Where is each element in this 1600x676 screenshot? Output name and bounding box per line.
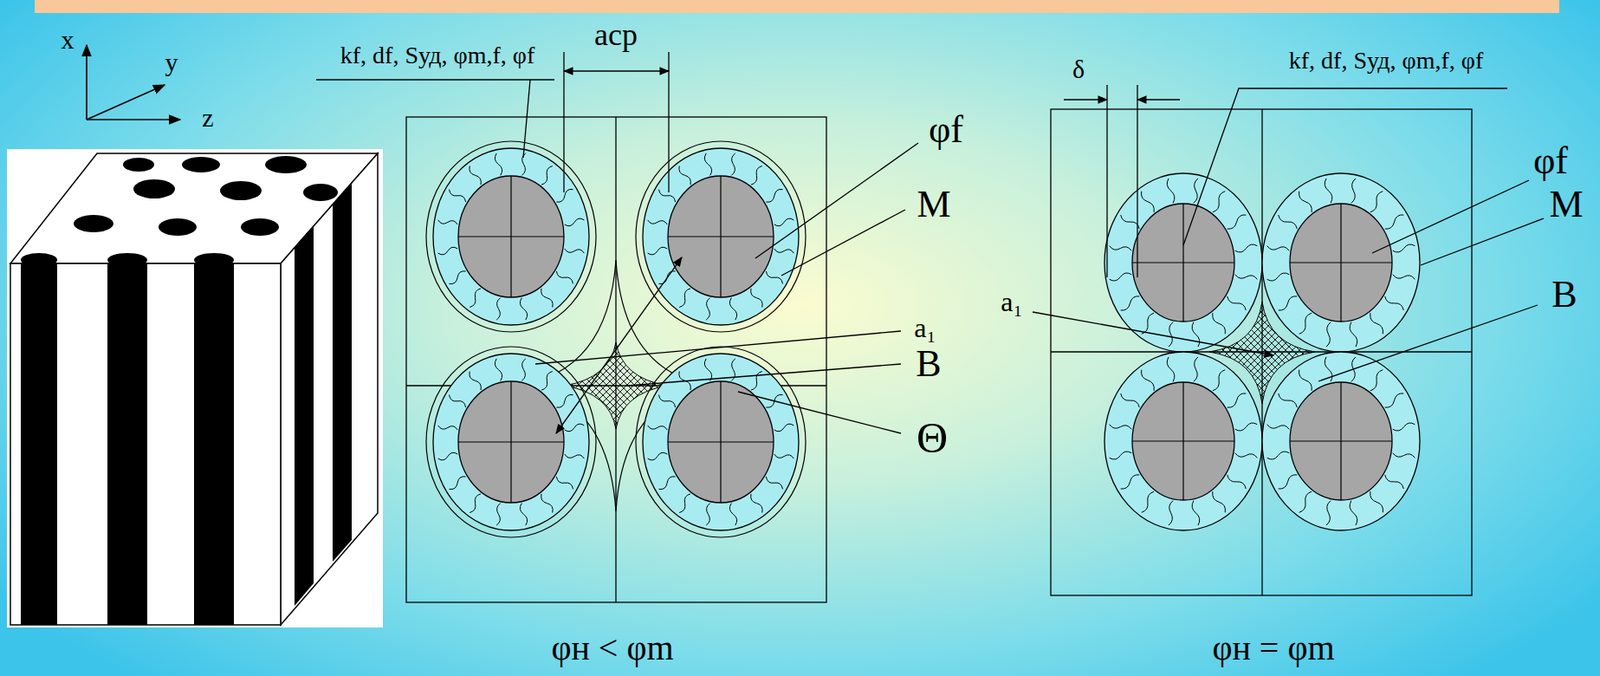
fiber [458,381,564,503]
matrix-ring [1104,351,1263,531]
fiber-cross [1132,382,1235,500]
phase-label: φf [1533,142,1568,181]
fiber-cross [667,175,774,298]
fiber-outer-ring [426,346,596,538]
matrix-ring [642,353,799,531]
top-bar [34,0,1560,13]
fibers [426,141,1420,538]
macromolecule-strokes [438,153,585,320]
fiber-cross [458,381,564,503]
phase-label: φf [928,110,964,149]
matrix-ring [642,148,799,325]
fiber-cross [1289,203,1393,322]
macromolecule-strokes [647,358,795,525]
macromolecule-strokes [1109,356,1258,525]
phase-label: B [1551,275,1577,314]
distance-label: a₁ [913,313,936,342]
fiber [1132,203,1235,322]
fiber [667,175,774,298]
matrix-ring [433,353,590,531]
macromolecule-strokes [1109,178,1258,347]
macromolecule-strokes [1267,178,1416,347]
fiber-outer-ring [635,346,806,538]
fiber [458,175,564,298]
condition-caption: φн = φm [1211,630,1335,666]
fiber-block [6,148,383,628]
cell-frame-left [406,116,827,603]
cell-frame-right [1050,109,1472,596]
macromolecule-strokes [647,153,795,320]
axis-label: z [201,104,214,131]
fiber-cross [458,175,564,298]
phase-label: M [1548,185,1583,224]
phase-label: B [915,344,941,383]
matrix-ring [1104,173,1263,352]
macromolecule-strokes [438,358,585,525]
fiber [1289,382,1393,500]
axes [86,45,181,120]
fiber-cross [667,381,774,503]
fiber-cross [1132,203,1235,322]
phase-label: Θ [916,415,948,460]
leader-lines [316,51,1544,434]
fiber [1132,382,1235,500]
matrix-ring [433,148,590,325]
condition-caption: φн < φm [550,630,674,666]
dimension-label: aср [594,19,638,51]
phase-label: M [916,185,951,224]
macromolecule-strokes [1267,356,1416,525]
fiber-cross [1289,382,1393,500]
matrix-ring [1262,351,1420,531]
fiber-outer-ring [426,141,596,332]
parameter-list: kf, df, Sуд, φm,f, φf [340,43,535,68]
fiber-outer-ring [635,141,806,332]
distance-label: a₁ [1000,287,1023,316]
axis-label: y [165,49,179,76]
matrix-ring [1262,173,1420,352]
dimension-label: δ [1072,56,1085,83]
parameter-list: kf, df, Sуд, φm,f, φf [1289,48,1484,73]
axis-label: x [61,26,75,53]
fiber [667,381,774,503]
fiber [1289,203,1393,322]
